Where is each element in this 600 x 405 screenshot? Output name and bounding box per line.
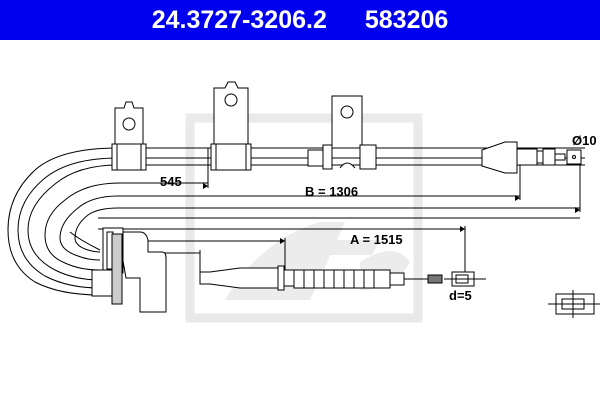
cable-outer-top bbox=[7, 147, 585, 296]
end-fitting-detail-icon bbox=[548, 290, 600, 318]
title-bar: 24.3727-3206.2 583206 bbox=[0, 0, 600, 40]
reference-number: 583206 bbox=[364, 5, 449, 34]
rubber-boot bbox=[293, 269, 391, 289]
dimension-545: 545 bbox=[160, 174, 182, 189]
adjuster bbox=[199, 267, 279, 289]
bracket-3 bbox=[331, 95, 363, 149]
dimension-diameter: Ø10 bbox=[572, 133, 597, 148]
dimension-a: A = 1515 bbox=[350, 232, 403, 247]
dimension-d: d=5 bbox=[449, 288, 472, 303]
lever-bracket bbox=[117, 231, 167, 297]
end-fitting bbox=[481, 141, 518, 174]
bracket-2 bbox=[213, 81, 249, 146]
cable-drawing: 545 B = 1306 A = 1515 Ø10 d=5 bbox=[0, 40, 600, 400]
dimension-b: B = 1306 bbox=[305, 184, 358, 199]
part-number: 24.3727-3206.2 bbox=[151, 5, 327, 34]
